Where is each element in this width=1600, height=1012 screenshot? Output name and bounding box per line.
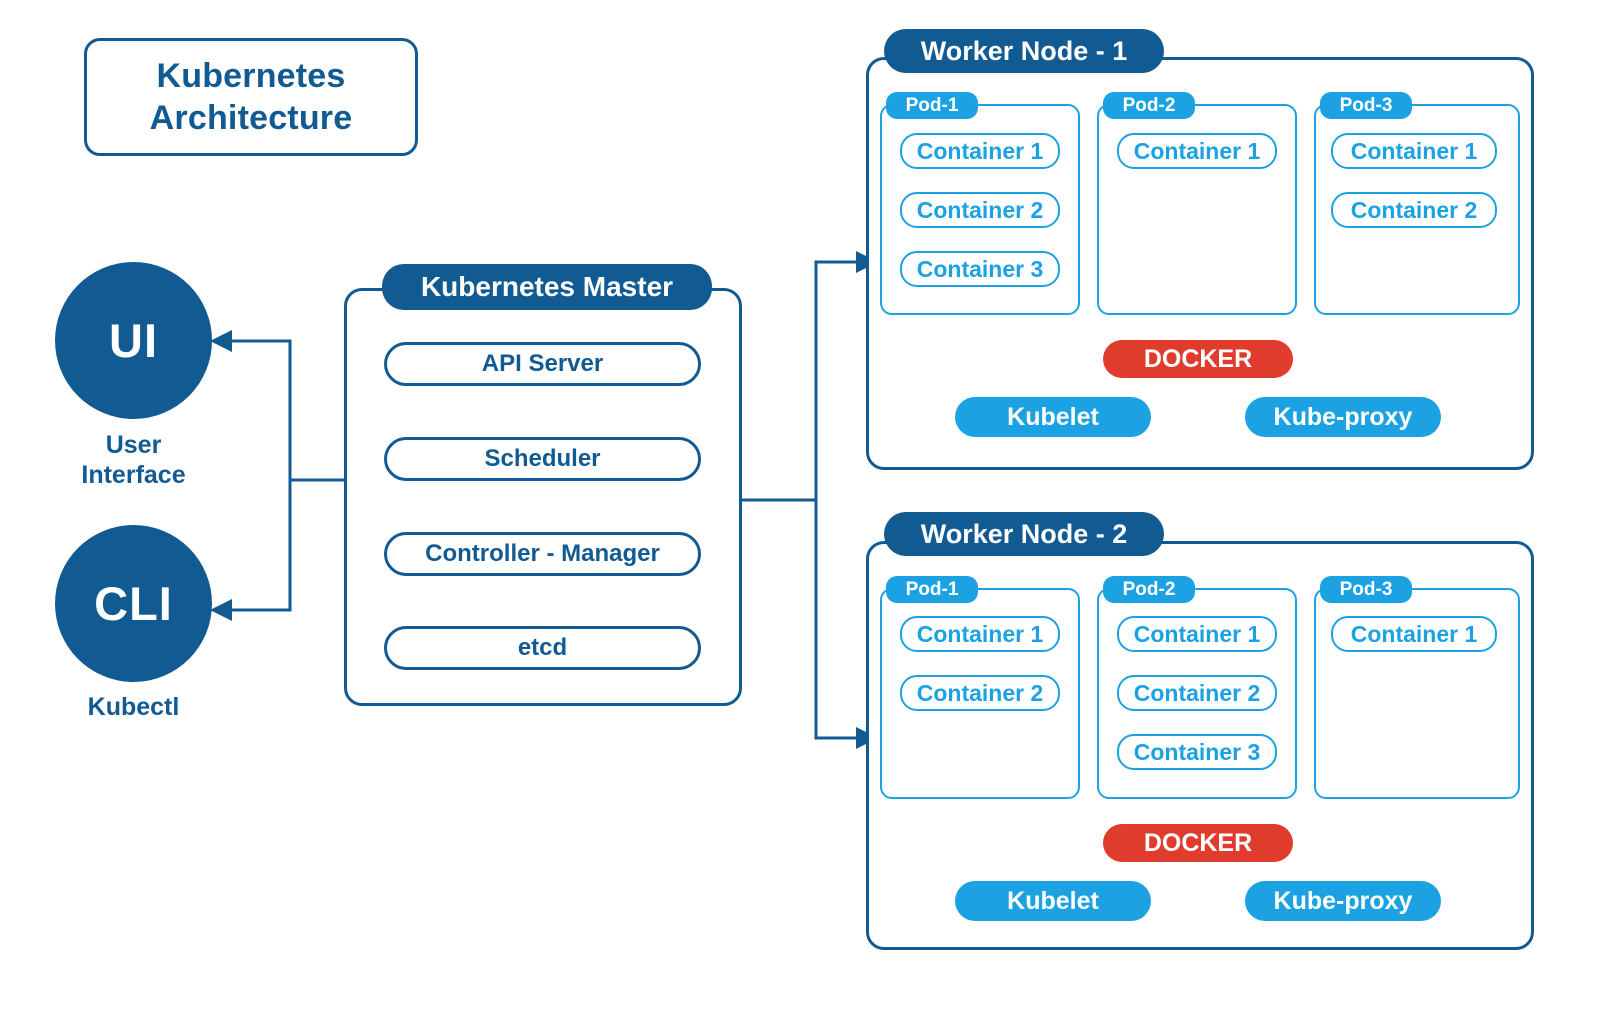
client-ui-abbrev: UI (109, 314, 158, 367)
diagram-title-box: Kubernetes Architecture (84, 38, 418, 156)
worker-2-pod-2-container-2[interactable]: Container 2 (1117, 675, 1277, 711)
client-cli-abbrev: CLI (94, 577, 173, 630)
container-label: Container 1 (1133, 620, 1261, 647)
worker-1-pod-1-container-1[interactable]: Container 1 (900, 133, 1060, 169)
worker-1-pod-3-container-2[interactable]: Container 2 (1331, 192, 1497, 228)
pod-name: Pod-1 (905, 94, 959, 116)
master-component-controller-manager[interactable]: Controller - Manager (384, 532, 701, 576)
runtime-label: DOCKER (1143, 344, 1253, 373)
worker-2-pod-3-badge: Pod-3 (1320, 576, 1412, 603)
worker-1-kube-proxy-pill[interactable]: Kube-proxy (1245, 397, 1441, 437)
container-label: Container 3 (1133, 738, 1261, 765)
container-label: Container 2 (916, 196, 1044, 223)
client-cli-label: Kubectl (36, 692, 231, 722)
worker-2-pod-2-badge: Pod-2 (1103, 576, 1195, 603)
worker-1-docker-pill[interactable]: DOCKER (1103, 340, 1293, 378)
runtime-label: DOCKER (1143, 828, 1253, 857)
container-label: Container 1 (916, 137, 1044, 164)
master-component-label: API Server (481, 350, 604, 377)
client-circle-ui[interactable]: UI (55, 262, 212, 419)
worker-2-pod-3-container-1[interactable]: Container 1 (1331, 616, 1497, 652)
master-component-etcd[interactable]: etcd (384, 626, 701, 670)
worker-1-pod-1-container-2[interactable]: Container 2 (900, 192, 1060, 228)
kubernetes-master-title-badge: Kubernetes Master (382, 264, 712, 310)
container-label: Container 3 (916, 255, 1044, 282)
worker-2-pod-2-container-3[interactable]: Container 3 (1117, 734, 1277, 770)
worker-node-1-title-badge: Worker Node - 1 (884, 29, 1164, 73)
agent-label: Kube-proxy (1273, 402, 1413, 431)
client-ui-label-line-1: User (105, 431, 162, 459)
diagram-title-line-2: Architecture (149, 99, 353, 137)
client-ui-label-line-2: Interface (81, 461, 186, 489)
connector-master-to-workers (742, 251, 878, 749)
worker-1-kubelet-pill[interactable]: Kubelet (955, 397, 1151, 437)
master-component-scheduler[interactable]: Scheduler (384, 437, 701, 481)
container-label: Container 2 (1350, 196, 1478, 223)
worker-1-pod-3-badge: Pod-3 (1320, 92, 1412, 119)
client-ui-label: User Interface (36, 430, 231, 490)
worker-2-pod-1-container-1[interactable]: Container 1 (900, 616, 1060, 652)
worker-2-pod-1-badge: Pod-1 (886, 576, 978, 603)
worker-2-pod-1-container-2[interactable]: Container 2 (900, 675, 1060, 711)
diagram-title-line-1: Kubernetes (156, 56, 346, 95)
master-component-label: etcd (517, 634, 568, 661)
worker-1-pod-3-container-1[interactable]: Container 1 (1331, 133, 1497, 169)
container-label: Container 1 (916, 620, 1044, 647)
master-component-label: Scheduler (484, 445, 601, 472)
container-label: Container 2 (916, 679, 1044, 706)
pod-name: Pod-2 (1122, 94, 1176, 116)
worker-1-pod-1-container-3[interactable]: Container 3 (900, 251, 1060, 287)
arrowhead-to-cli (210, 599, 232, 621)
worker-2-pod-2-container-1[interactable]: Container 1 (1117, 616, 1277, 652)
pod-name: Pod-1 (905, 578, 959, 600)
agent-label: Kubelet (1007, 402, 1099, 431)
agent-label: Kubelet (1007, 886, 1099, 915)
client-cli-label-line-1: Kubectl (87, 693, 180, 721)
pod-name: Pod-3 (1339, 94, 1393, 116)
container-label: Container 1 (1350, 137, 1478, 164)
master-component-label: Controller - Manager (425, 540, 660, 567)
pod-name: Pod-3 (1339, 578, 1393, 600)
worker-1-pod-1-badge: Pod-1 (886, 92, 978, 119)
worker-1-pod-2-badge: Pod-2 (1103, 92, 1195, 119)
worker-2-kubelet-pill[interactable]: Kubelet (955, 881, 1151, 921)
arrowhead-to-ui (210, 330, 232, 352)
worker-2-docker-pill[interactable]: DOCKER (1103, 824, 1293, 862)
worker-node-2-title-badge: Worker Node - 2 (884, 512, 1164, 556)
client-circle-cli[interactable]: CLI (55, 525, 212, 682)
worker-node-1-title: Worker Node - 1 (920, 35, 1128, 66)
agent-label: Kube-proxy (1273, 886, 1413, 915)
worker-1-pod-2-container-1[interactable]: Container 1 (1117, 133, 1277, 169)
container-label: Container 1 (1350, 620, 1478, 647)
container-label: Container 1 (1133, 137, 1261, 164)
pod-name: Pod-2 (1122, 578, 1176, 600)
worker-node-2-title: Worker Node - 2 (920, 518, 1128, 549)
container-label: Container 2 (1133, 679, 1261, 706)
worker-2-kube-proxy-pill[interactable]: Kube-proxy (1245, 881, 1441, 921)
kubernetes-master-title: Kubernetes Master (420, 271, 674, 302)
master-component-api-server[interactable]: API Server (384, 342, 701, 386)
